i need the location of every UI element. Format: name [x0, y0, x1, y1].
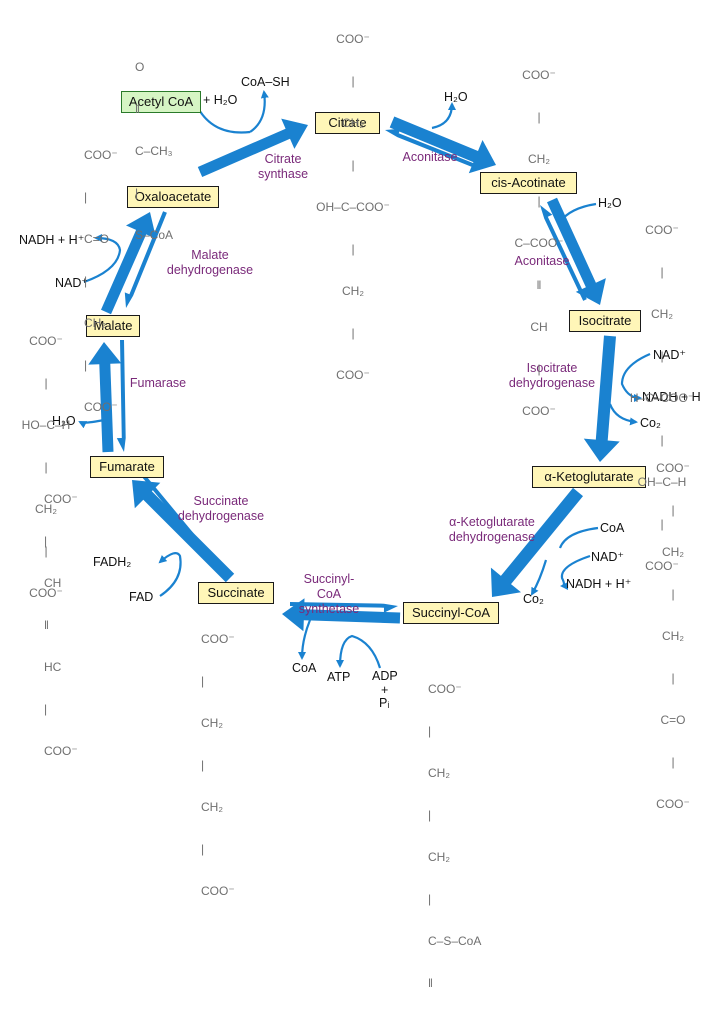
- label-nadh-malate: NADH + H⁺: [19, 233, 85, 247]
- arrow-co2-out-akg: [531, 559, 548, 596]
- label-h2o-citrate: H₂O: [444, 90, 468, 104]
- structure-succinate: COO⁻ | CH₂ | CH₂ | COO⁻: [201, 632, 235, 898]
- arrow-nad-to-nadh-isocitrate: [620, 352, 651, 402]
- node-cis-aconitate: cis-Acotinate: [480, 172, 577, 194]
- arrow-succinyl-coa-to-succinate: [282, 598, 401, 632]
- node-fumarate: Fumarate: [90, 456, 164, 478]
- label-plus: +: [381, 683, 389, 697]
- krebs-cycle-diagram: Acetyl CoA Citrate cis-Acotinate Isocitr…: [19, 32, 701, 990]
- label-h2o-acetyl: + H₂O: [203, 93, 238, 107]
- enzyme-aconitase-1: Aconitase: [402, 150, 458, 164]
- node-succinate: Succinate: [198, 582, 274, 604]
- enzyme-isocitrate-dehydrogenase: Isocitrate dehydrogenase: [508, 361, 596, 390]
- structure-citrate: COO⁻ | CH₂ | OH–C–COO⁻ | CH₂ | COO⁻: [316, 32, 390, 382]
- node-isocitrate: Isocitrate: [569, 310, 641, 332]
- arrow-co2-out-isocitrate: [608, 403, 638, 426]
- node-acetyl-coa: Acetyl CoA: [121, 91, 201, 113]
- enzyme-aconitase-2: Aconitase: [514, 254, 570, 268]
- node-citrate: Citrate: [315, 112, 380, 134]
- arrow-adp-to-atp: [336, 634, 382, 669]
- label-nadh-akg: NADH + H⁺: [566, 577, 632, 591]
- enzyme-succinyl-coa-synthetase: Succinyl- CoA synthetase: [298, 572, 360, 616]
- label-fad: FAD: [129, 590, 154, 604]
- arrow-h2o-in-fumarate: [78, 418, 105, 429]
- label-coa-akg: CoA: [600, 521, 625, 535]
- arrow-oxaloacetate-to-citrate: [197, 118, 308, 177]
- arrow-coa-sh-out: [249, 90, 269, 133]
- structure-isocitrate: COO⁻ | CH₂ | H–C–COO⁻ | OH–C–H | COO⁻: [629, 223, 695, 573]
- label-h2o-fumarate: H₂O: [52, 414, 76, 428]
- enzyme-malate-dehydrogenase: Malate dehydrogenase: [166, 248, 254, 277]
- node-malate: Malate: [86, 315, 140, 337]
- label-adp: ADP: [372, 669, 398, 683]
- label-pi: Pᵢ: [379, 696, 390, 710]
- label-co2-akg: Co₂: [523, 592, 544, 606]
- structure-cis-aconitate: COO⁻ | CH₂ | C–COO⁻ ‖ CH | COO⁻: [514, 68, 564, 418]
- arrow-coa-in-akg: [558, 526, 599, 549]
- cofactor-arrows: [78, 90, 651, 669]
- label-nad-malate: NAD⁺: [55, 276, 88, 290]
- arrow-fad-to-fadh2: [158, 552, 182, 597]
- structure-malate: COO⁻ | HO–C–H | CH₂ | COO⁻: [21, 334, 71, 600]
- structure-oxaloacetate: COO⁻ | C=O | CH₂ | COO⁻: [84, 148, 118, 414]
- arrow-nad-in-akg: [560, 554, 591, 590]
- enzyme-succinate-dehydrogenase: Succinate dehydrogenase: [177, 494, 265, 523]
- arrow-coa-out-succinyl: [298, 619, 312, 660]
- arrow-fumarate-to-succinate: [140, 472, 218, 566]
- arrow-alpha-ketoglutarate-to-succinyl-coa: [490, 487, 583, 597]
- arrow-oxaloacetate-to-malate: [124, 211, 167, 308]
- arrow-isocitrate-to-alpha-ketoglutarate: [583, 335, 620, 462]
- arrow-cis-aconitate-to-citrate: [385, 128, 481, 170]
- node-alpha-ketoglutarate: α-Ketoglutarate: [532, 466, 646, 488]
- label-coa-sh: CoA–SH: [241, 75, 290, 89]
- arrow-succinate-to-succinyl-coa: [290, 602, 398, 613]
- enzyme-citrate-synthase: Citrate synthase: [257, 152, 309, 181]
- node-oxaloacetate: Oxaloacetate: [127, 186, 219, 208]
- structure-succinyl-coa: COO⁻ | CH₂ | CH₂ | C–S–CoA ‖: [428, 682, 482, 990]
- node-succinyl-coa: Succinyl-CoA: [403, 602, 499, 624]
- label-coa-succinyl: CoA: [292, 661, 317, 675]
- arrow-h2o-in-cis: [559, 202, 597, 223]
- arrow-malate-to-oxaloacetate: [101, 212, 157, 315]
- arrow-nad-to-nadh-malate: [83, 234, 122, 284]
- main-reaction-arrows: [88, 116, 620, 632]
- arrow-fumarate-to-malate: [88, 342, 122, 453]
- arrow-malate-to-fumarate: [116, 340, 126, 452]
- arrow-citrate-to-cis-aconitate: [389, 116, 496, 174]
- arrow-cis-aconitate-to-isocitrate: [547, 197, 606, 305]
- label-co2-isocitrate: Co₂: [640, 416, 661, 430]
- label-nad-isocitrate: NAD⁺: [653, 348, 686, 362]
- enzyme-alpha-ketoglutarate-dehydrogenase: α-Ketoglutarate dehydrogenase: [448, 515, 536, 544]
- structure-acetyl-coa: O ‖ C–CH₃ | S–CoA: [135, 60, 174, 242]
- label-nadh-isocitrate: NADH + H: [642, 390, 701, 404]
- structure-alpha-ketoglutarate: COO⁻ | CH₂ | CH₂ | C=O | COO⁻: [656, 461, 690, 811]
- label-h2o-cis-aconitate: H₂O: [598, 196, 622, 210]
- label-fadh2: FADH₂: [93, 555, 132, 569]
- arrow-h2o-out-citrate: [431, 102, 456, 130]
- enzyme-fumarase: Fumarase: [129, 376, 187, 390]
- label-nad-akg: NAD⁺: [591, 550, 624, 564]
- arrow-isocitrate-to-cis-aconitate: [540, 205, 587, 301]
- cycle-arrows: [78, 90, 651, 669]
- label-atp: ATP: [327, 670, 351, 684]
- arrow-acetyl-coa-in: [197, 107, 251, 134]
